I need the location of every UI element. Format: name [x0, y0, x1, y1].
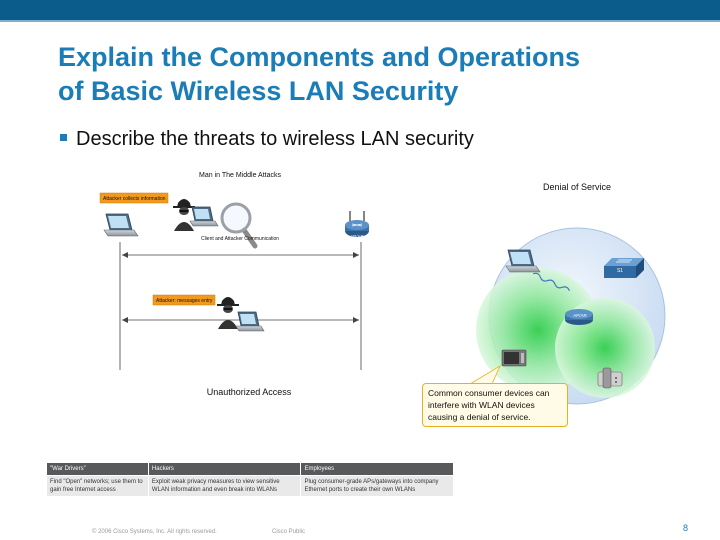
hacker-laptop-icon — [189, 206, 219, 227]
slide-title-line-1: Explain the Components and Operations — [58, 42, 581, 72]
wireless-signal-icon — [532, 272, 570, 291]
switch-icon — [604, 258, 644, 278]
top-bar-accent-line — [0, 20, 720, 22]
client-communication-label: Client and Attacker Communication — [201, 236, 279, 242]
footer-classification: Cisco Public — [272, 529, 306, 535]
access-point-icon — [345, 211, 369, 237]
dos-title: Denial of Service — [543, 182, 611, 192]
cordless-phone-icon — [597, 367, 623, 389]
slide-title: Explain the Components and Operations of… — [58, 40, 698, 108]
table-header-row: "War Drivers" Hackers Employees — [46, 462, 454, 476]
table-cell-employees: Plug consumer-grade APs/gateways into co… — [300, 475, 454, 497]
slide-title-line-2: of Basic Wireless LAN Security — [58, 76, 459, 106]
mitm-ap-label: AP/AR — [350, 234, 364, 239]
note-pointer — [468, 365, 501, 385]
dos-access-point-icon — [565, 309, 593, 325]
table-cell-war-drivers: Find "Open" networks; use them to gain f… — [46, 475, 149, 497]
dos-note: Common consumer devices can interfere wi… — [422, 383, 568, 427]
table-header-hackers: Hackers — [147, 462, 302, 476]
page-number: 8 — [683, 523, 689, 533]
top-bar — [0, 0, 720, 20]
table-cell-hackers: Exploit weak privacy measures to view se… — [147, 475, 302, 497]
dos-note-line-1: Common consumer devices can — [428, 388, 550, 398]
switch-label: S1 — [617, 268, 623, 274]
threats-diagram: Man in The Middle Attacks Attacker colle… — [99, 172, 666, 405]
attacker-info-label: Attacker collects information — [99, 192, 169, 204]
bullet-point: Describe the threats to wireless LAN sec… — [60, 128, 474, 151]
dos-laptop-icon — [505, 249, 541, 273]
attacker-entry-text: Attacker: messages entry — [156, 298, 213, 304]
table-row: Find "Open" networks; use them to gain f… — [46, 475, 454, 497]
client-laptop-icon — [103, 213, 139, 237]
arrow-top — [122, 252, 359, 258]
mitm-title: Man in The Middle Attacks — [199, 172, 281, 179]
table-header-war-drivers: "War Drivers" — [46, 462, 149, 476]
dos-ap-label: AP/AR — [573, 313, 587, 318]
attacker-info-text: Attacker collects information — [103, 196, 166, 202]
footer-copyright: © 2006 Cisco Systems, Inc. All rights re… — [92, 529, 217, 535]
hacker-figure-icon — [173, 199, 195, 231]
unauthorized-access-title: Unauthorized Access — [207, 387, 292, 397]
hacker-figure-2-icon — [217, 297, 239, 329]
attacker-entry-label: Attacker: messages entry — [152, 294, 216, 306]
magnifier-icon — [220, 202, 258, 249]
dos-note-line-3: causing a denial of service. — [428, 412, 531, 422]
microwave-icon — [501, 349, 527, 367]
table-header-employees: Employees — [300, 462, 454, 476]
dos-note-line-2: interfere with WLAN devices — [428, 400, 535, 410]
hacker-laptop-2-icon — [235, 311, 265, 332]
bullet-text: Describe the threats to wireless LAN sec… — [76, 128, 474, 150]
bullet-square-icon — [60, 134, 67, 141]
threats-table: "War Drivers" Hackers Employees Find "Op… — [46, 462, 454, 497]
